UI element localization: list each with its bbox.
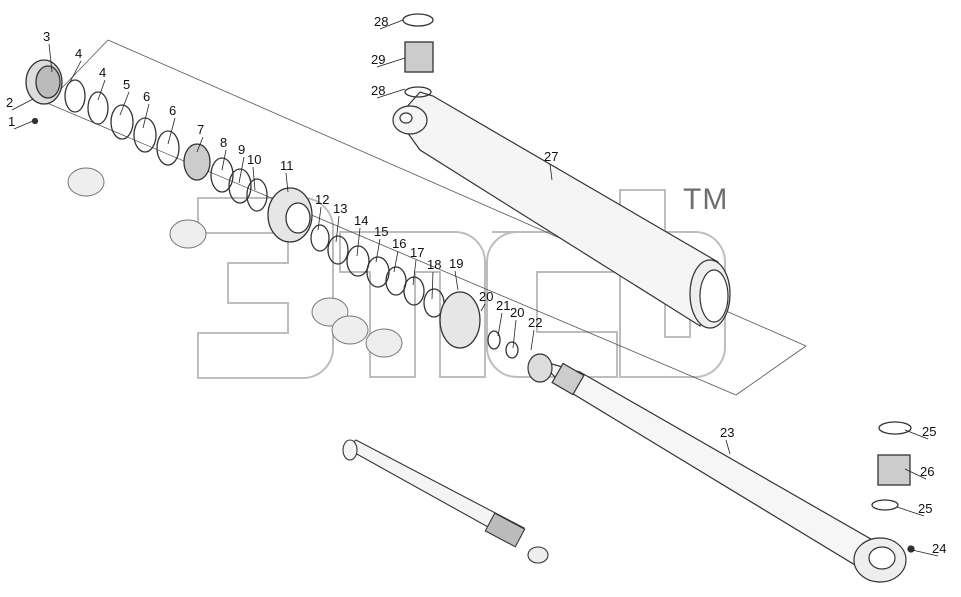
callout-10: 10 (247, 152, 262, 167)
leader-line-14 (356, 227, 361, 257)
leader-line-9 (238, 156, 245, 184)
leader-line-10 (252, 166, 256, 191)
callout-9: 9 (238, 142, 246, 157)
leader-line-29 (376, 57, 406, 68)
callout-16: 16 (392, 236, 407, 251)
leader-line-24 (907, 548, 939, 557)
callout-20: 20 (479, 289, 494, 304)
callout-4: 4 (75, 46, 83, 61)
callout-5: 5 (123, 77, 131, 92)
leader-line-6 (167, 117, 176, 145)
leader-line-15 (375, 238, 381, 263)
leader-lines (11, 19, 939, 557)
leader-line-16 (393, 250, 399, 273)
callout-11: 11 (280, 158, 294, 173)
callout-6: 6 (143, 89, 151, 104)
piston-rod (527, 353, 907, 583)
leader-line-7 (196, 136, 204, 153)
leader-line-26 (904, 468, 927, 480)
leader-line-19 (454, 270, 459, 291)
leader-line-27 (549, 163, 553, 181)
leader-line-18 (431, 271, 434, 300)
callout-21: 21 (496, 298, 511, 313)
callout-13: 13 (333, 201, 348, 216)
trademark-mark: TM (683, 183, 729, 216)
callout-15: 15 (374, 224, 389, 239)
callout-7: 7 (197, 122, 205, 137)
leader-line-12 (317, 206, 322, 231)
leader-line-21 (497, 312, 503, 337)
leader-line-5 (119, 91, 130, 116)
leader-line-28 (379, 19, 404, 30)
callout-6: 6 (169, 103, 177, 118)
callout-22: 22 (528, 315, 543, 330)
callout-19: 19 (449, 256, 464, 271)
callout-17: 17 (410, 245, 425, 260)
leader-line-13 (335, 215, 340, 243)
leader-line-1 (13, 120, 34, 130)
callout-27: 27 (544, 149, 559, 164)
callout-23: 23 (720, 425, 735, 440)
leader-line-8 (221, 149, 227, 171)
cylinder-tube (392, 91, 731, 329)
leader-line-17 (412, 259, 417, 286)
watermark-logo (197, 189, 726, 379)
leader-line-22 (530, 329, 535, 351)
leader-line-4 (97, 79, 106, 101)
callout-29: 29 (371, 52, 386, 67)
leader-line-11 (285, 172, 289, 193)
leader-line-6 (142, 103, 150, 129)
leader-line-28 (376, 88, 406, 99)
leader-line-20 (512, 319, 517, 349)
callout-14: 14 (354, 213, 369, 228)
callout-12: 12 (315, 192, 330, 207)
leader-line-25 (896, 506, 925, 517)
callout-3: 3 (43, 29, 51, 44)
leader-line-20 (480, 303, 486, 312)
callout-8: 8 (220, 135, 228, 150)
callout-25: 25 (922, 424, 937, 439)
leader-line-23 (725, 439, 731, 455)
callout-26: 26 (920, 464, 935, 479)
callout-25: 25 (918, 501, 933, 516)
callout-28: 28 (374, 14, 389, 29)
callout-18: 18 (427, 257, 442, 272)
leader-line-3 (48, 43, 53, 73)
leader-line-2 (11, 98, 34, 111)
callout-2: 2 (6, 95, 14, 110)
assembled-cylinder-view (342, 439, 549, 564)
leader-line-4 (69, 60, 82, 83)
leader-line-25 (904, 429, 929, 440)
callout-1: 1 (8, 114, 16, 129)
seal-section-details (67, 167, 403, 358)
callout-20: 20 (510, 305, 525, 320)
callout-24: 24 (932, 541, 947, 556)
parts-cluster (25, 13, 915, 553)
callout-4: 4 (99, 65, 107, 80)
callout-28: 28 (371, 83, 386, 98)
